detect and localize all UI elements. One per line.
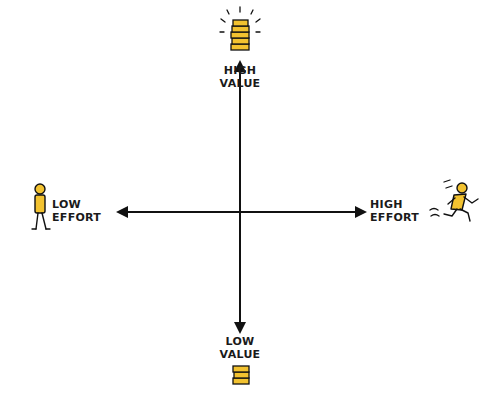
sparkle: [221, 19, 225, 22]
arrowhead: [234, 322, 246, 334]
figure-body: [35, 195, 45, 213]
arrowhead: [116, 206, 128, 218]
axis-label: HIGH EFFORT: [370, 199, 428, 224]
figure-head: [35, 184, 45, 194]
axis-label: LOW EFFORT: [52, 199, 112, 224]
standing-figure: [32, 184, 50, 229]
sparkle: [239, 7, 240, 12]
motion-line: [446, 186, 452, 188]
sparkle-lines: [220, 7, 260, 32]
motion-line: [444, 180, 450, 182]
small-coin-stack: [233, 366, 249, 384]
coin: [232, 26, 249, 32]
coin: [231, 32, 249, 38]
coin: [233, 378, 249, 384]
axis-label: HIGH VALUE: [212, 65, 268, 90]
arrowheads: [116, 60, 367, 334]
figure-foot: [32, 228, 36, 229]
tall-coin-stack: [231, 20, 249, 50]
figure-leg: [444, 209, 457, 216]
coin: [231, 44, 249, 50]
sparkle: [227, 10, 229, 14]
vertical-axis: [239, 64, 241, 330]
horizontal-axis: [119, 211, 364, 213]
sparkle: [251, 10, 253, 14]
figure-arm: [464, 197, 478, 203]
coin: [233, 366, 249, 372]
arrowhead: [355, 206, 367, 218]
running-figure: [444, 183, 478, 221]
motion-lines: [430, 180, 452, 216]
sparkle: [220, 31, 224, 32]
axis-label: LOW VALUE: [212, 336, 268, 361]
figure-head: [457, 183, 467, 193]
motion-line: [430, 209, 438, 211]
figure-leg: [42, 213, 46, 229]
coin: [233, 20, 248, 26]
figure-arm: [448, 198, 455, 204]
coin: [232, 38, 249, 44]
axes: [119, 64, 364, 330]
figure-leg: [36, 213, 38, 229]
motion-line: [431, 215, 439, 217]
sparkle: [256, 19, 260, 22]
coin: [234, 372, 249, 378]
figure-leg: [460, 209, 470, 221]
sparkle: [256, 31, 260, 32]
figure-foot: [46, 228, 50, 229]
